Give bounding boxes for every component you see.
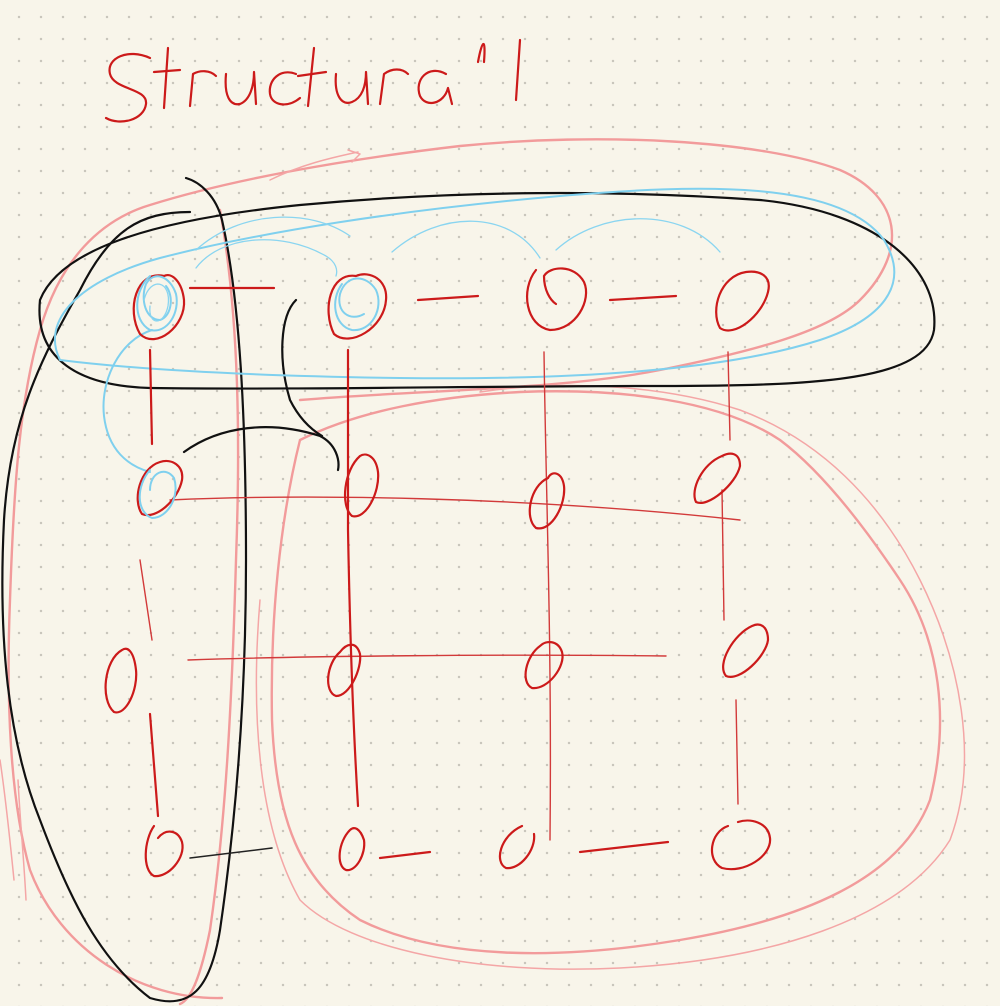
grid-edges — [139, 286, 741, 860]
edge-c0-a — [148, 348, 154, 446]
node-r3c0 — [144, 824, 184, 878]
group-outlines — [0, 138, 966, 1006]
node-r0c3 — [715, 270, 770, 332]
node-r1c3 — [693, 452, 742, 505]
edge-row1 — [169, 496, 741, 521]
edge-row2 — [187, 654, 667, 661]
node-r3c2 — [498, 824, 536, 870]
node-r1c1 — [344, 453, 380, 518]
edge-r3c1-r3c2 — [378, 850, 432, 860]
edge-c3 — [721, 351, 739, 805]
edge-r0c2-r0c3 — [608, 294, 678, 302]
handwritten-title — [104, 38, 522, 123]
black-outlines — [1, 176, 936, 1003]
blue-outlines — [54, 187, 896, 473]
edge-c2 — [543, 351, 552, 841]
node-r0c0 — [132, 274, 186, 341]
node-r0c2 — [526, 267, 588, 332]
node-r0c1 — [327, 273, 388, 340]
edge-r0c1-r0c2 — [416, 294, 480, 302]
grid-nodes — [104, 267, 772, 878]
edge-c0-c — [148, 712, 160, 818]
node-r1c2 — [528, 472, 566, 530]
node-r2c0 — [104, 647, 138, 714]
node-r2c3 — [722, 623, 770, 678]
edge-c0-b — [139, 559, 153, 641]
node-r1c0 — [136, 459, 184, 519]
node-r2c2 — [524, 640, 564, 690]
node-r2c1 — [327, 643, 362, 698]
node-r3c3 — [710, 819, 772, 871]
edge-r3c2-r3c3 — [578, 840, 670, 854]
node-r3c1 — [338, 827, 366, 872]
